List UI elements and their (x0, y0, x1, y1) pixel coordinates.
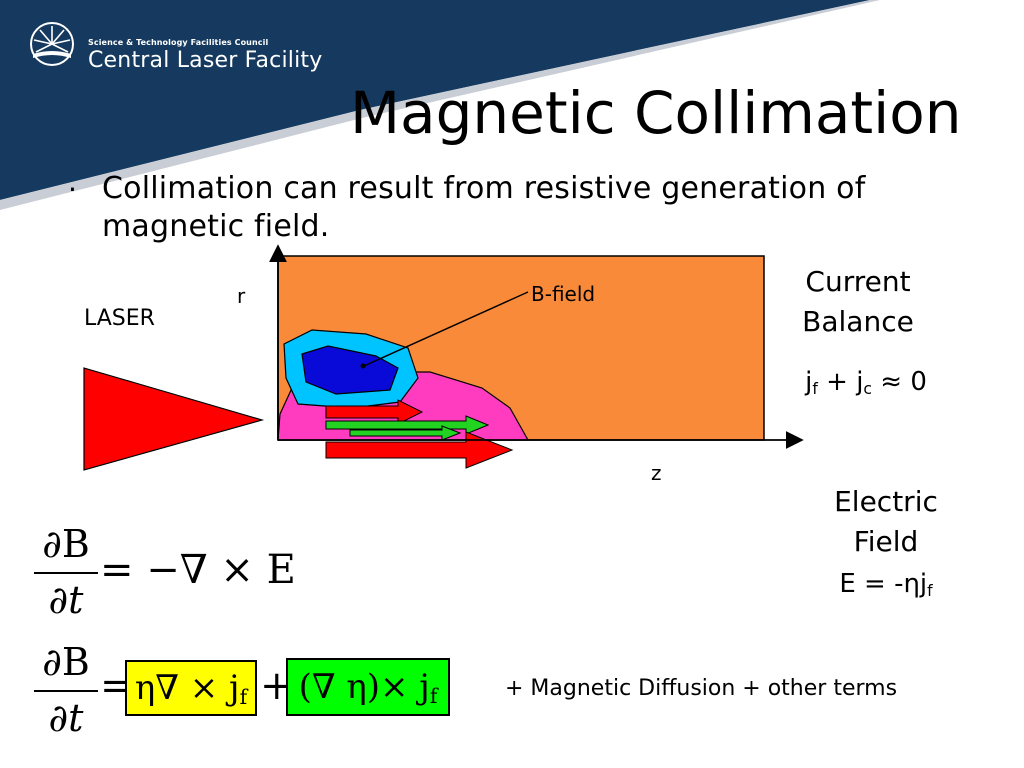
bullet-text: Collimation can result from resistive ge… (102, 171, 866, 244)
bfield-pointer (363, 291, 529, 367)
electric-field-heading: Electric Field (796, 482, 976, 562)
diffusion-note: + Magnetic Diffusion + other terms (505, 676, 898, 701)
eq2-denominator: ∂t (48, 696, 84, 740)
council-name: Science & Technology Facilities Council (88, 38, 269, 47)
current-balance-heading: Current Balance (768, 262, 948, 342)
radiating-sun-logo-icon (30, 22, 74, 66)
current-arrow-green-1 (325, 415, 490, 435)
current-arrow-red-1 (325, 399, 424, 425)
field-contour-core (301, 345, 399, 395)
slide-title: Magnetic Collimation (350, 79, 962, 147)
eq1-fraction-bar (34, 572, 98, 574)
header-banner (0, 0, 880, 210)
bullet-marker: · (68, 173, 77, 206)
electric-field-line1: Electric (834, 485, 938, 518)
laser-beam (83, 367, 265, 471)
gradient-term-box: (∇ η)× jf (286, 658, 450, 716)
eq1-denominator: ∂t (48, 578, 84, 622)
laser-label: LASER (84, 306, 155, 331)
facility-name: Central Laser Facility (88, 48, 323, 73)
eq1-rhs: = −∇ × E (100, 547, 296, 593)
bfield-pointer-dot (360, 363, 366, 369)
r-axis-label: r (237, 284, 246, 308)
current-balance-line2: Balance (802, 305, 914, 338)
eq2-fraction-bar (34, 690, 98, 692)
current-arrow-green-2 (349, 425, 462, 441)
resistive-term-box: η∇ × jf (125, 660, 257, 716)
current-balance-equation: jf + jc ≈ 0 (805, 367, 927, 398)
eq2-numerator: ∂B (42, 640, 90, 684)
bfield-label: B-field (531, 282, 596, 306)
electric-field-line2: Field (853, 525, 919, 558)
eq1-numerator: ∂B (42, 522, 90, 566)
current-balance-line1: Current (805, 265, 911, 298)
z-axis-label: z (651, 461, 662, 485)
electric-field-equation: E = -ηjf (839, 569, 933, 600)
